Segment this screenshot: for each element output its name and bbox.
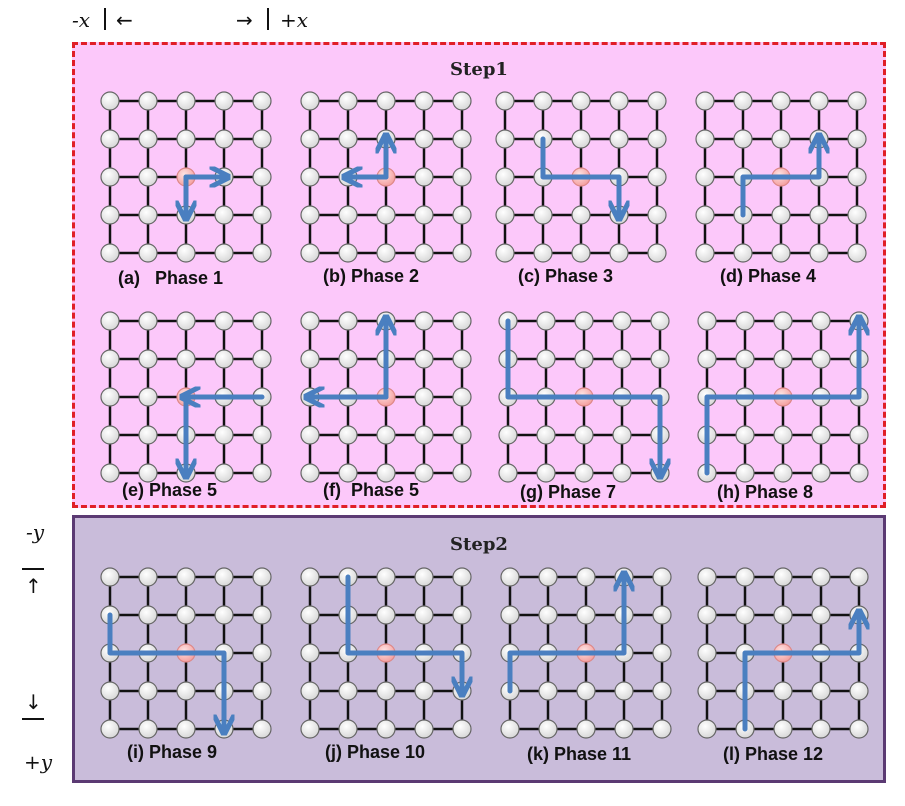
caption-phase-k: (k) Phase 11 <box>527 744 632 764</box>
caption-phase-h: (h) Phase 8 <box>717 482 814 502</box>
axis-divider-left <box>104 8 106 30</box>
left-arrow-icon: ← <box>116 8 133 32</box>
up-arrow-icon: ↑ <box>25 574 42 598</box>
pos-x-label: +x <box>280 8 309 32</box>
caption-phase-l: (l) Phase 12 <box>723 744 824 764</box>
axis-divider-bottom <box>22 718 44 720</box>
neg-x-label: -x <box>72 8 91 32</box>
step2-title: Step2 <box>450 534 508 555</box>
caption-phase-f: (f) Phase 5 <box>323 480 420 500</box>
caption-phase-a: (a) Phase 1 <box>118 268 224 288</box>
down-arrow-icon: ↓ <box>25 690 42 714</box>
axis-divider-right <box>267 8 269 30</box>
caption-phase-e: (e) Phase 5 <box>122 480 218 500</box>
step1-title: Step1 <box>450 59 508 80</box>
caption-phase-b: (b) Phase 2 <box>323 266 420 286</box>
caption-phase-c: (c) Phase 3 <box>518 266 614 286</box>
caption-phase-g: (g) Phase 7 <box>520 482 617 502</box>
neg-y-label: -y <box>26 520 45 544</box>
right-arrow-icon: → <box>236 8 253 32</box>
pos-y-label: +y <box>24 750 53 774</box>
caption-phase-d: (d) Phase 4 <box>720 266 817 286</box>
caption-phase-i: (i) Phase 9 <box>127 742 218 762</box>
step1-panel: Step1 <box>72 42 886 508</box>
axis-divider-top <box>22 568 44 570</box>
caption-phase-j: (j) Phase 10 <box>325 742 426 762</box>
